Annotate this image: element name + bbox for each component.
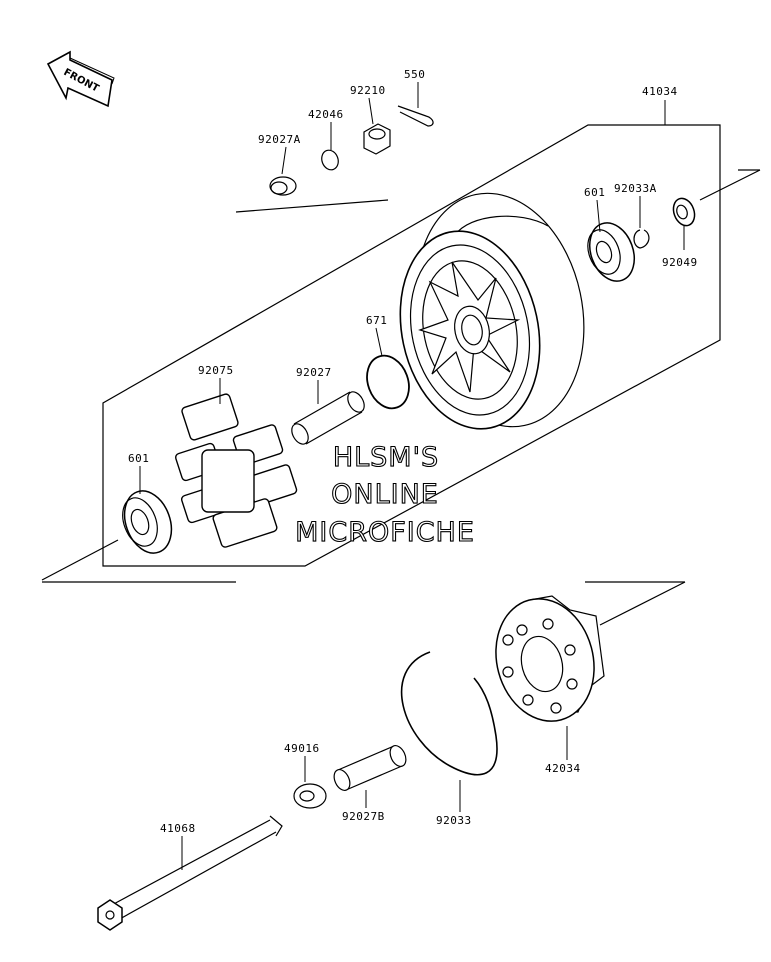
bearing-left	[122, 490, 173, 554]
collar	[291, 391, 365, 445]
label-92033: 92033	[436, 814, 472, 827]
label-92033a: 92033A	[614, 182, 657, 195]
watermark-line-1: HLSM'S	[333, 442, 439, 473]
seal	[672, 197, 696, 227]
watermark-line-2: ONLINE	[331, 479, 439, 510]
sprocket-coupling	[495, 595, 605, 722]
label-550: 550	[404, 68, 425, 81]
label-42046: 42046	[308, 108, 344, 121]
nut-92210	[363, 123, 391, 155]
watermark-line-3: MICROFICHE	[295, 517, 475, 548]
axle	[97, 815, 283, 931]
label-601-top: 601	[584, 186, 605, 199]
collar-92027b	[333, 745, 407, 791]
cotter-pin	[397, 105, 434, 127]
o-ring	[366, 354, 410, 410]
assembly-frame	[102, 124, 721, 567]
collar-92027a	[269, 176, 297, 196]
label-92027b: 92027B	[342, 810, 385, 823]
label-92027: 92027	[296, 366, 332, 379]
label-41034: 41034	[642, 85, 678, 98]
circlip-large	[400, 651, 498, 776]
washer-42046	[321, 149, 339, 171]
wheel-hub	[399, 192, 585, 430]
label-601-left: 601	[128, 452, 149, 465]
washer-49016	[293, 783, 327, 809]
label-92049: 92049	[662, 256, 698, 269]
label-49016: 49016	[284, 742, 320, 755]
front-arrow-icon	[46, 50, 115, 108]
damper	[174, 393, 298, 548]
label-42034: 42034	[545, 762, 581, 775]
label-92075: 92075	[198, 364, 234, 377]
label-671: 671	[366, 314, 387, 327]
bearing-top	[587, 222, 635, 282]
circlip-small	[633, 229, 650, 249]
label-92210: 92210	[350, 84, 386, 97]
label-41068: 41068	[160, 822, 196, 835]
label-92027a: 92027A	[258, 133, 301, 146]
